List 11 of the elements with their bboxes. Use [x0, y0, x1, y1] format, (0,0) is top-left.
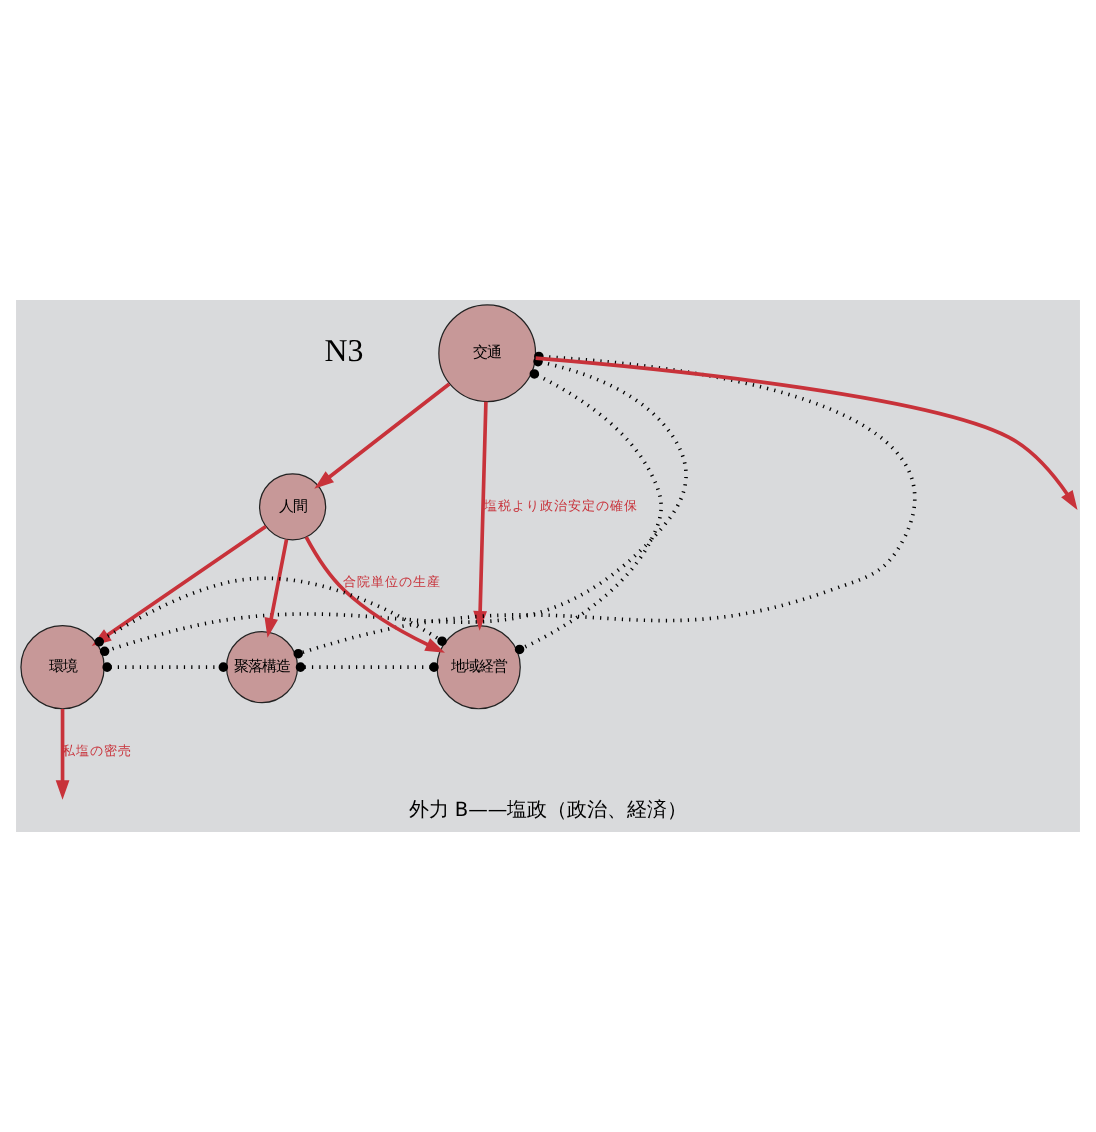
- arrow: [473, 401, 488, 631]
- arrow: [304, 536, 445, 653]
- arrow: [55, 708, 70, 800]
- connector: [295, 662, 439, 672]
- arrow: [314, 382, 451, 489]
- connector: [94, 576, 447, 647]
- label: N3: [324, 334, 364, 369]
- connector: [514, 369, 663, 655]
- caption: 外力 B——塩政（政治、経済）: [408, 799, 688, 822]
- connector: [102, 662, 229, 672]
- arrow: [264, 539, 289, 638]
